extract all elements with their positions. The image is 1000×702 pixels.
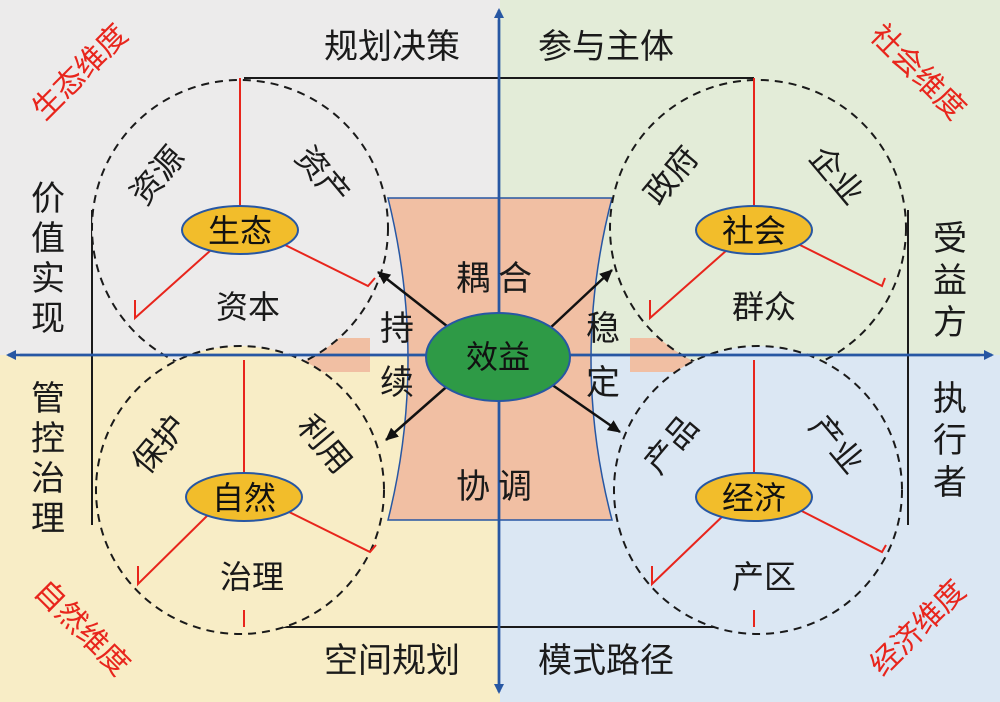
- edge-bottom-left: 空间规划: [324, 641, 460, 681]
- hub-ecology-label: 生态: [208, 212, 272, 250]
- edge-right-top-char-1: 受: [933, 219, 967, 259]
- ecology-label-c: 资本: [216, 288, 280, 326]
- edge-top-right: 参与主体: [538, 27, 674, 67]
- economy-label-c: 产区: [732, 558, 796, 596]
- edge-right-bottom: 执行者: [933, 379, 967, 503]
- edge-right-top-char-2: 益: [933, 261, 967, 301]
- edge-right-top: 受益方: [933, 219, 967, 343]
- center-arrows: [377, 269, 621, 441]
- nature-label-c: 治理: [220, 558, 284, 596]
- hub-society-label: 社会: [722, 212, 786, 250]
- edge-left-bottom-char-2: 控: [31, 419, 65, 459]
- edge-right-bottom-char-2: 行: [933, 421, 967, 461]
- edge-bottom-right: 模式路径: [538, 641, 674, 681]
- edge-left-top-char-1: 价: [31, 179, 65, 219]
- center-bottom-label: 协调: [456, 467, 540, 507]
- edge-top-left: 规划决策: [324, 27, 460, 67]
- center-benefit-label: 效益: [466, 338, 530, 376]
- center-left-label: 持 续: [380, 309, 414, 403]
- center-right-label: 稳 定: [586, 309, 620, 403]
- edge-left-bottom-char-3: 治: [31, 459, 65, 499]
- center-top-label: 耦合: [456, 259, 540, 299]
- edge-right-top-char-3: 方: [933, 303, 967, 343]
- society-label-c: 群众: [732, 288, 796, 326]
- hub-economy-label: 经济: [722, 479, 786, 517]
- hub-economy: [695, 472, 813, 522]
- spokes: [134, 78, 887, 627]
- edge-right-bottom-char-1: 执: [933, 379, 967, 419]
- edge-left-top-char-4: 现: [31, 299, 65, 339]
- hub-society: [695, 205, 813, 255]
- edge-left-top-char-2: 值: [31, 219, 65, 259]
- hub-nature: [185, 472, 303, 522]
- center-benefit-node: [425, 312, 571, 402]
- center-right-char-2: 定: [586, 363, 620, 403]
- center-left-char-2: 续: [380, 363, 414, 403]
- edge-left-bottom-char-4: 理: [31, 499, 65, 539]
- center-left-char-1: 持: [380, 309, 414, 349]
- edge-left-bottom-char-1: 管: [31, 379, 65, 419]
- edge-right-bottom-char-3: 者: [933, 463, 967, 503]
- hub-ecology: [181, 205, 299, 255]
- edge-left-top-char-3: 实: [31, 259, 65, 299]
- hub-nature-label: 自然: [212, 479, 276, 517]
- center-right-char-1: 稳: [586, 309, 620, 349]
